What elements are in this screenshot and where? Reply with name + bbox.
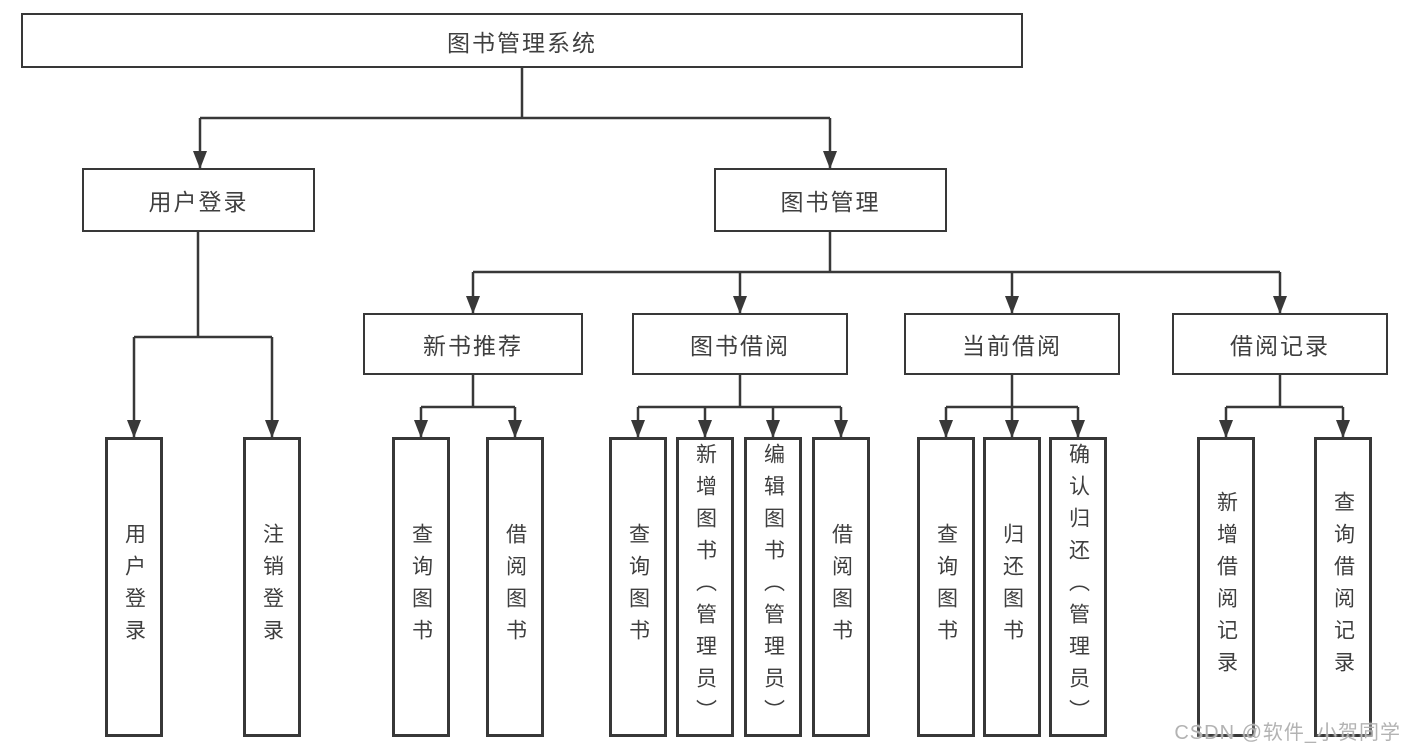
node-query-books: 查询图书 bbox=[392, 437, 450, 737]
node-label: 查询图书 bbox=[934, 523, 958, 651]
node-label: 查询图书 bbox=[626, 523, 650, 651]
node-query-borrow-record: 查询借阅记录 bbox=[1314, 437, 1372, 737]
csdn-watermark: CSDN @软件_小贺同学 bbox=[1174, 722, 1401, 744]
connector-user-login-to-leaves bbox=[127, 232, 279, 438]
node-new-book-recommendation: 新书推荐 bbox=[363, 313, 583, 375]
node-borrow-books: 借阅图书 bbox=[486, 437, 544, 737]
connector-borrowing-records-to-leaves bbox=[1219, 375, 1350, 438]
node-label: 图书管理 bbox=[780, 189, 881, 215]
node-label: 查询图书 bbox=[409, 523, 433, 651]
node-label: 编辑图书（管理员） bbox=[761, 443, 785, 731]
node-label: 借阅记录 bbox=[1230, 333, 1330, 359]
node-label: 图书借阅 bbox=[690, 333, 790, 359]
node-logout-leaf: 注销登录 bbox=[243, 437, 301, 737]
node-borrowing-records: 借阅记录 bbox=[1172, 313, 1388, 375]
node-label: 当前借阅 bbox=[962, 333, 1062, 359]
node-label: 归还图书 bbox=[1000, 523, 1024, 651]
connector-new-books-to-leaves bbox=[414, 375, 522, 438]
node-edit-books-admin: 编辑图书（管理员） bbox=[744, 437, 802, 737]
node-label: 借阅图书 bbox=[503, 523, 527, 651]
node-query-books: 查询图书 bbox=[609, 437, 667, 737]
node-borrow-books: 借阅图书 bbox=[812, 437, 870, 737]
node-confirm-return-admin: 确认归还（管理员） bbox=[1049, 437, 1107, 737]
node-label: 新书推荐 bbox=[423, 333, 523, 359]
node-label: 新增图书（管理员） bbox=[693, 443, 717, 731]
node-label: 用户登录 bbox=[148, 189, 249, 215]
node-label: 查询借阅记录 bbox=[1331, 491, 1355, 683]
node-return-books: 归还图书 bbox=[983, 437, 1041, 737]
node-label: 借阅图书 bbox=[829, 523, 853, 651]
connector-root-to-level2 bbox=[193, 68, 837, 169]
connector-current-borrowing-to-leaves bbox=[939, 375, 1085, 438]
node-add-borrow-record: 新增借阅记录 bbox=[1197, 437, 1255, 737]
node-current-borrowing: 当前借阅 bbox=[904, 313, 1120, 375]
node-label: 注销登录 bbox=[260, 523, 284, 651]
node-add-books-admin: 新增图书（管理员） bbox=[676, 437, 734, 737]
node-label: 图书管理系统 bbox=[447, 29, 597, 56]
node-label: 新增借阅记录 bbox=[1214, 491, 1238, 683]
node-library-management-system: 图书管理系统 bbox=[21, 13, 1023, 68]
node-label: 用户登录 bbox=[122, 523, 146, 651]
node-book-borrowing: 图书借阅 bbox=[632, 313, 848, 375]
connector-book-borrowing-to-leaves bbox=[631, 375, 848, 438]
node-query-books: 查询图书 bbox=[917, 437, 975, 737]
node-book-management: 图书管理 bbox=[714, 168, 947, 232]
node-user-login-leaf: 用户登录 bbox=[105, 437, 163, 737]
node-user-login: 用户登录 bbox=[82, 168, 315, 232]
connector-book-mgmt-to-level3 bbox=[466, 232, 1287, 314]
node-label: 确认归还（管理员） bbox=[1066, 443, 1090, 731]
